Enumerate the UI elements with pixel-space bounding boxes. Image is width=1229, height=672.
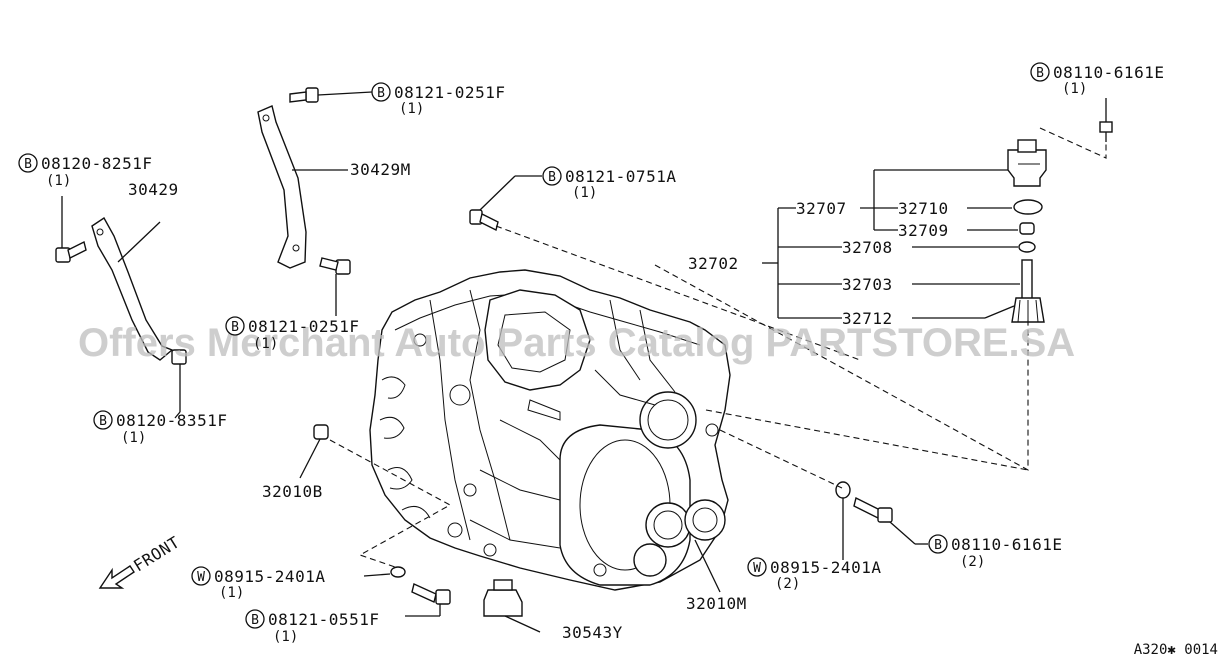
speedometer-assembly-drawing bbox=[1007, 139, 1047, 323]
callout-prefix: B bbox=[231, 320, 239, 335]
callout-bolt-08121-0251F-top[interactable]: B bbox=[371, 82, 391, 102]
quantity-08110-6161E-top: (1) bbox=[1062, 81, 1087, 97]
part-number-30429M[interactable]: 30429M bbox=[350, 160, 411, 179]
callout-bolt-08121-0251F-mid[interactable]: B bbox=[225, 316, 245, 336]
callout-bolt-08121-0551F[interactable]: B bbox=[245, 609, 265, 629]
part-number-08110-6161E-top: 08110-6161E bbox=[1053, 63, 1164, 82]
quantity-08915-2401A-left: (1) bbox=[219, 585, 244, 601]
bolt-symbol-icon bbox=[18, 153, 38, 173]
dashed-alignment-lines bbox=[329, 127, 1107, 569]
part-number-08121-0751A: 08121-0751A bbox=[565, 167, 676, 186]
callout-prefix: W bbox=[197, 570, 205, 585]
part-number-32703[interactable]: 32703 bbox=[842, 275, 893, 294]
part-number-32710[interactable]: 32710 bbox=[898, 199, 949, 218]
diagram-code: A320✱ 0014 bbox=[1134, 642, 1218, 658]
callout-washer-08915-2401A-left[interactable]: W bbox=[191, 566, 211, 586]
callout-washer-08915-2401A-right[interactable]: W bbox=[747, 557, 767, 577]
callout-bolt-08120-8251F[interactable]: B bbox=[18, 153, 38, 173]
washer-symbol-icon bbox=[191, 566, 211, 586]
leader-lines bbox=[61, 91, 1107, 633]
small-parts-drawings bbox=[55, 87, 1113, 617]
part-number-30543Y[interactable]: 30543Y bbox=[562, 623, 623, 642]
part-number-08915-2401A-left: 08915-2401A bbox=[214, 567, 325, 586]
part-number-32709[interactable]: 32709 bbox=[898, 221, 949, 240]
callout-prefix: W bbox=[753, 561, 761, 576]
callout-prefix: B bbox=[1036, 66, 1044, 81]
callout-bolt-08120-8351F[interactable]: B bbox=[93, 410, 113, 430]
bolt-symbol-icon bbox=[1030, 62, 1050, 82]
bolt-symbol-icon bbox=[542, 166, 562, 186]
callout-prefix: B bbox=[377, 86, 385, 101]
quantity-08121-0751A: (1) bbox=[572, 185, 597, 201]
bolt-symbol-icon bbox=[928, 534, 948, 554]
callout-bolt-08110-6161E-top[interactable]: B bbox=[1030, 62, 1050, 82]
callout-prefix: B bbox=[24, 157, 32, 172]
bolt-symbol-icon bbox=[225, 316, 245, 336]
part-number-32702[interactable]: 32702 bbox=[688, 254, 739, 273]
quantity-08915-2401A-right: (2) bbox=[775, 576, 800, 592]
quantity-08121-0551F: (1) bbox=[273, 629, 298, 645]
quantity-08121-0251F-mid: (1) bbox=[253, 336, 278, 352]
callout-bolt-08121-0751A[interactable]: B bbox=[542, 166, 562, 186]
callout-prefix: B bbox=[548, 170, 556, 185]
bolt-symbol-icon bbox=[371, 82, 391, 102]
part-number-30429[interactable]: 30429 bbox=[128, 180, 179, 199]
quantity-08121-0251F-top: (1) bbox=[399, 101, 424, 117]
quantity-08120-8251F: (1) bbox=[46, 173, 71, 189]
part-number-08120-8251F: 08120-8251F bbox=[41, 154, 152, 173]
part-number-08121-0251F-top: 08121-0251F bbox=[394, 83, 505, 102]
part-number-32707[interactable]: 32707 bbox=[796, 199, 847, 218]
part-number-32712[interactable]: 32712 bbox=[842, 309, 893, 328]
washer-symbol-icon bbox=[747, 557, 767, 577]
part-number-32010M[interactable]: 32010M bbox=[686, 594, 747, 613]
part-number-08120-8351F: 08120-8351F bbox=[116, 411, 227, 430]
bolt-symbol-icon bbox=[93, 410, 113, 430]
part-number-08121-0551F: 08121-0551F bbox=[268, 610, 379, 629]
part-number-32708[interactable]: 32708 bbox=[842, 238, 893, 257]
part-number-08110-6161E-right: 08110-6161E bbox=[951, 535, 1062, 554]
callout-prefix: B bbox=[934, 538, 942, 553]
callout-bolt-08110-6161E-right[interactable]: B bbox=[928, 534, 948, 554]
callout-prefix: B bbox=[251, 613, 259, 628]
part-number-08915-2401A-right: 08915-2401A bbox=[770, 558, 881, 577]
front-label: FRONT bbox=[130, 532, 183, 575]
callout-prefix: B bbox=[99, 414, 107, 429]
part-number-32010B[interactable]: 32010B bbox=[262, 482, 323, 501]
bracket-30429M-drawing bbox=[257, 105, 307, 269]
front-arrow-icon bbox=[98, 565, 135, 589]
part-number-08121-0251F-mid: 08121-0251F bbox=[248, 317, 359, 336]
quantity-08120-8351F: (1) bbox=[121, 430, 146, 446]
quantity-08110-6161E-right: (2) bbox=[960, 554, 985, 570]
bolt-symbol-icon bbox=[245, 609, 265, 629]
transmission-case-drawing bbox=[369, 269, 731, 591]
